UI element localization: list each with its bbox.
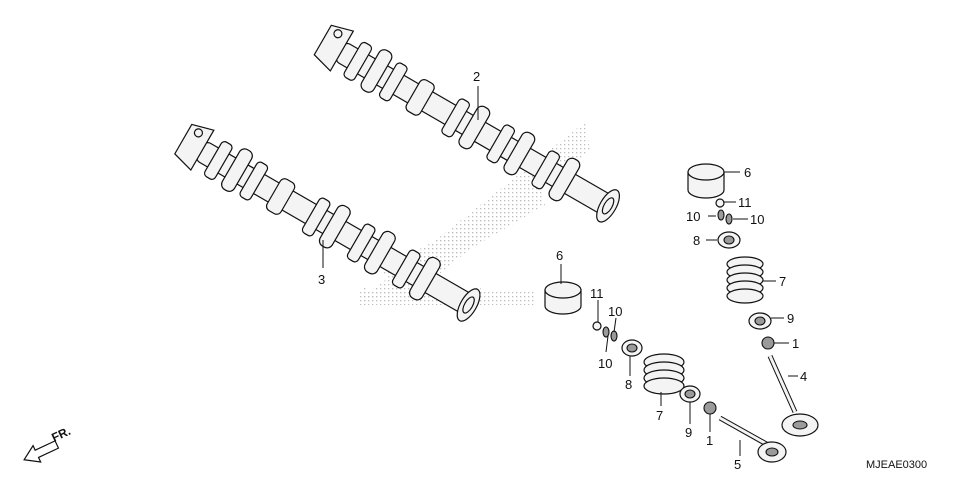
stem-seal-left: [703, 401, 717, 415]
callout-10-right-left: 10: [686, 209, 700, 224]
callout-10-left-upper: 10: [608, 304, 622, 319]
callout-7-left: 7: [656, 408, 663, 423]
cotters-left: [602, 326, 618, 342]
callout-11-left: 11: [590, 286, 604, 301]
callout-8-left: 8: [625, 377, 632, 392]
front-label: FR.: [49, 424, 72, 445]
spring-seat-left: [679, 385, 701, 403]
valve-set-right: [687, 163, 819, 437]
callout-11-right: 11: [738, 195, 752, 210]
camshaft-lower: [174, 123, 481, 322]
callout-9-right: 9: [787, 311, 794, 326]
shim-left: [592, 321, 602, 331]
valve-left: [718, 415, 787, 463]
cam-lobes-upper: [343, 41, 581, 202]
valve-set-left: [544, 281, 787, 463]
camshaft-upper: [313, 24, 621, 223]
stem-seal-right: [761, 336, 775, 350]
callouts: 2 3 6 11 10 10 8 7 9 1 5 6 11 10 10 8 7 …: [318, 69, 807, 472]
callout-7-right: 7: [779, 274, 786, 289]
retainer-left: [621, 339, 643, 357]
valve-right: [767, 354, 819, 437]
cotters-right: [717, 209, 733, 225]
callout-3: 3: [318, 272, 325, 287]
leader-lines: [322, 86, 798, 456]
shim-right: [715, 198, 725, 208]
callout-10-left-lower: 10: [598, 356, 612, 371]
tappet-right: [687, 163, 725, 199]
callout-9-left: 9: [685, 425, 692, 440]
callout-6-left: 6: [556, 248, 563, 263]
callout-1-left: 1: [706, 433, 713, 448]
callout-6-right: 6: [744, 165, 751, 180]
callout-4: 4: [800, 369, 807, 384]
callout-8-right: 8: [693, 233, 700, 248]
callout-1-right: 1: [792, 336, 799, 351]
retainer-right: [717, 231, 741, 249]
cam-lobes-lower: [203, 141, 441, 301]
spring-left: [643, 353, 685, 395]
diagram-code: MJEAE0300: [866, 459, 927, 471]
callout-10-right-right: 10: [750, 212, 764, 227]
spring-seat-right: [748, 312, 772, 330]
spring-right: [726, 256, 764, 304]
tappet-left: [544, 281, 582, 315]
callout-2: 2: [473, 69, 480, 84]
arrow-left-down-icon: [23, 440, 60, 463]
front-direction-indicator: FR.: [23, 424, 73, 463]
callout-5: 5: [734, 457, 741, 472]
